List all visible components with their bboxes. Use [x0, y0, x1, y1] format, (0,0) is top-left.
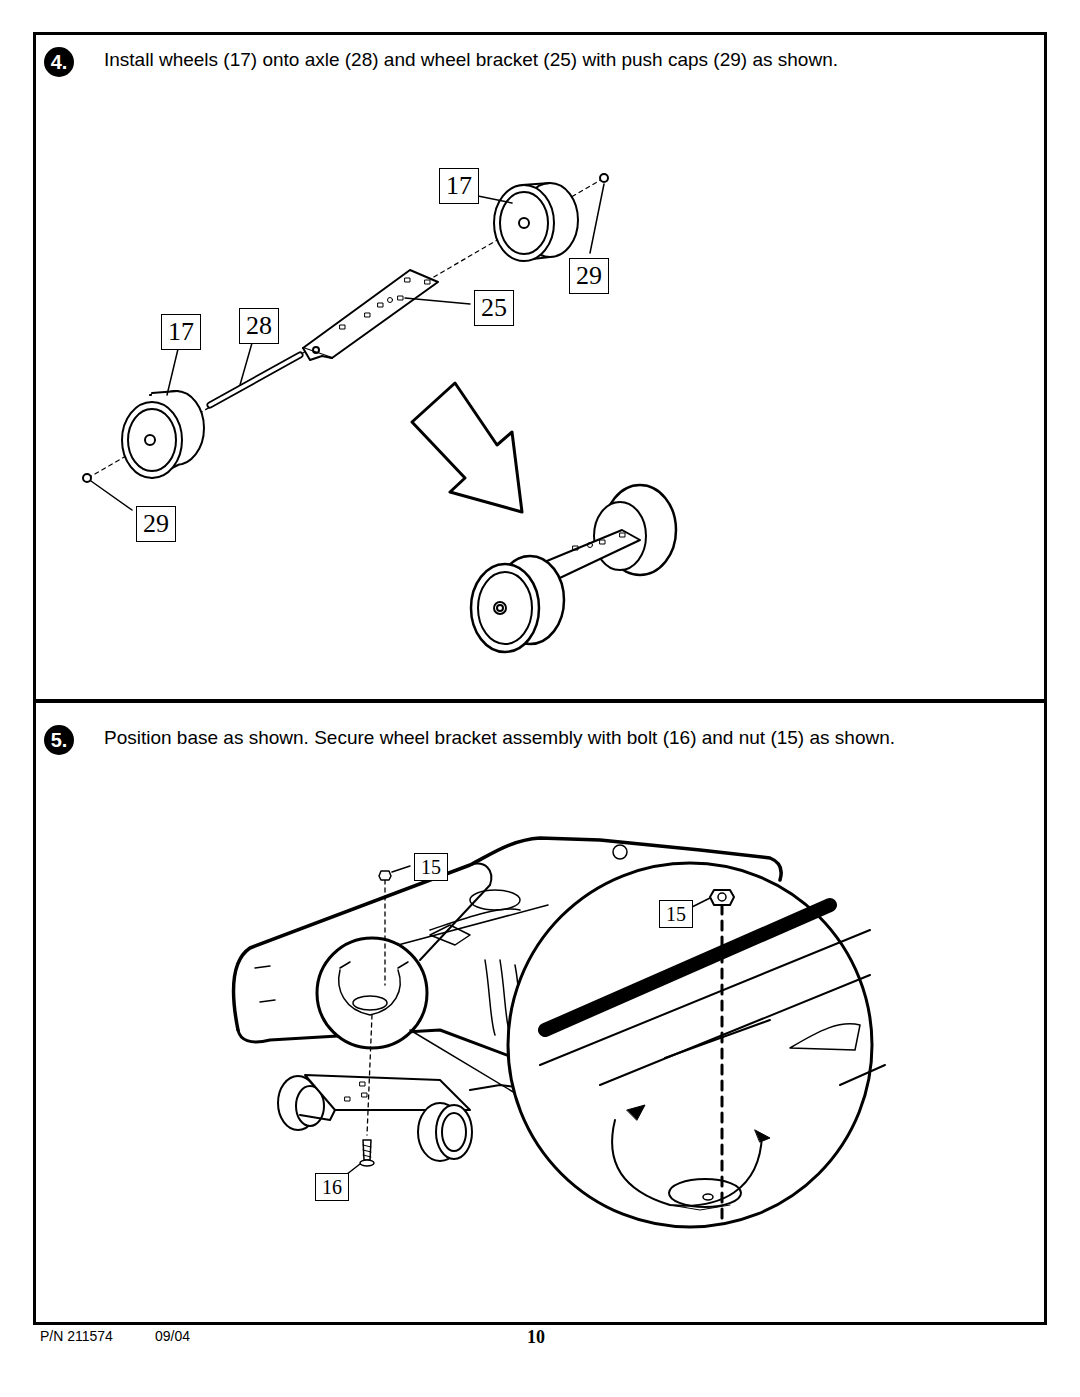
- callout-box: 17: [161, 314, 201, 350]
- footer-label: 09/04: [155, 1328, 190, 1344]
- callout-number: 17: [168, 317, 194, 346]
- callout-number: 15: [421, 856, 441, 878]
- step-number-text: 4.: [44, 47, 74, 77]
- step-number: 4.: [44, 47, 74, 77]
- callout-number: 28: [246, 311, 272, 340]
- instruction-text: Install wheels (17) onto axle (28) and w…: [104, 49, 838, 71]
- step-panel: Install wheels (17) onto axle (28) and w…: [33, 32, 1047, 702]
- footer-label: P/N 211574: [40, 1328, 113, 1344]
- step-panel: Position base as shown. Secure wheel bra…: [33, 700, 1047, 1325]
- callout-box: 29: [569, 258, 609, 294]
- callout-box: 16: [315, 1173, 349, 1201]
- callout-box: 29: [136, 506, 176, 542]
- callout-box: 25: [474, 290, 514, 326]
- callout-number: 15: [666, 903, 686, 925]
- callout-number: 17: [446, 171, 472, 200]
- callout-box: 28: [239, 308, 279, 344]
- callout-box: 17: [439, 168, 479, 204]
- footer-label: 10: [527, 1327, 545, 1348]
- callout-box: 15: [414, 853, 448, 881]
- step-number-text: 5.: [44, 725, 74, 755]
- instruction-text: Position base as shown. Secure wheel bra…: [104, 727, 895, 749]
- callout-number: 16: [322, 1176, 342, 1198]
- callout-box: 15: [659, 900, 693, 928]
- step-number: 5.: [44, 725, 74, 755]
- callout-number: 29: [576, 261, 602, 290]
- callout-number: 25: [481, 293, 507, 322]
- callout-number: 29: [143, 509, 169, 538]
